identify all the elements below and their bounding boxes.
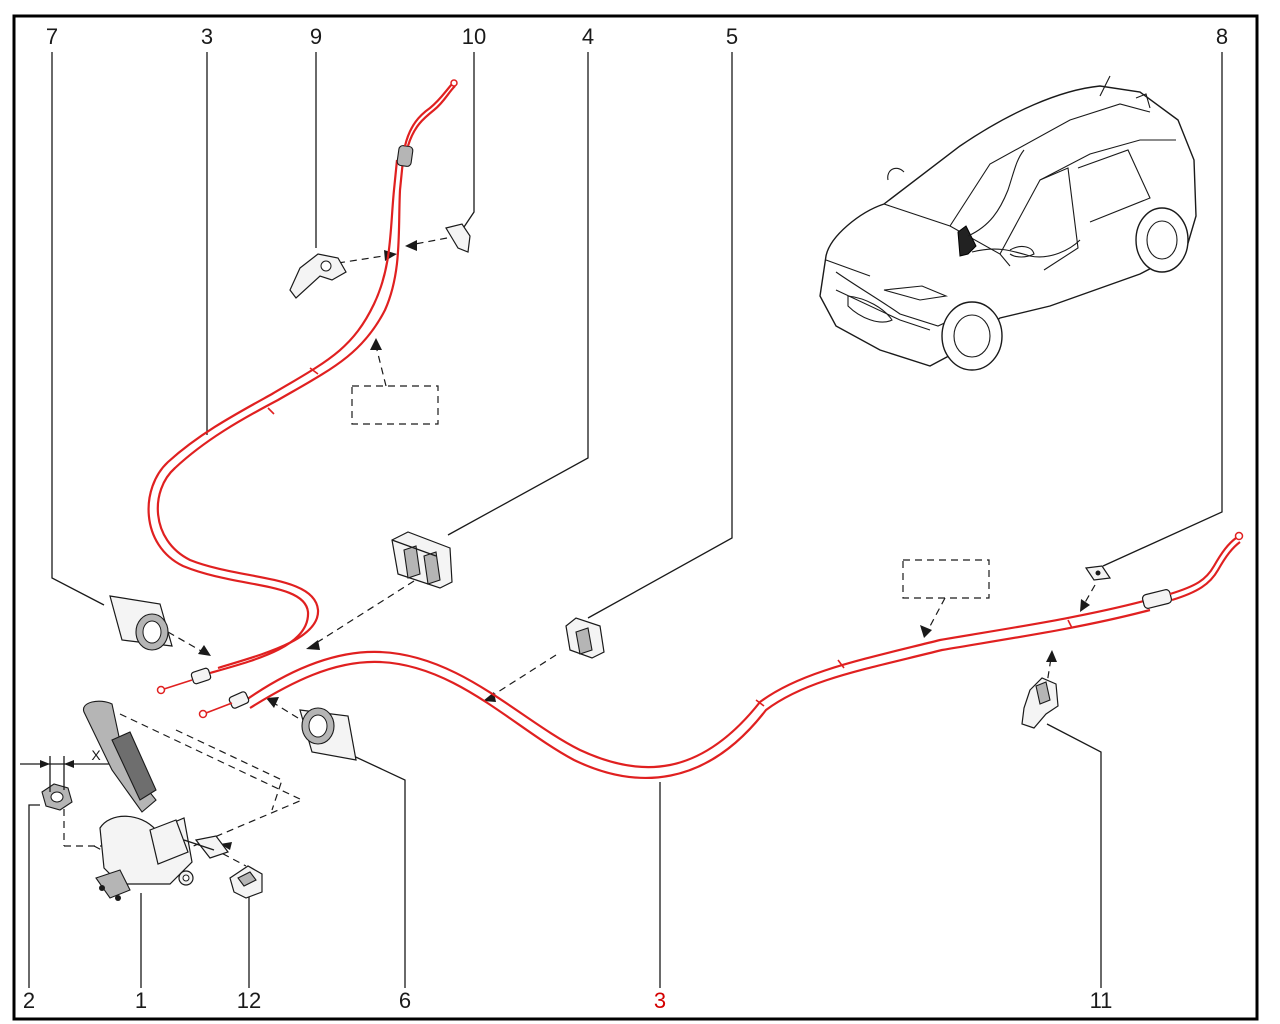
handbrake-lever-part-1 xyxy=(83,700,229,901)
nut-part-2 xyxy=(41,783,73,811)
callout-label-5: 5 xyxy=(726,24,738,49)
arrowheads xyxy=(198,240,1090,850)
clip-part-4 xyxy=(391,531,453,589)
clip-part-10 xyxy=(445,223,471,253)
grommet-part-7 xyxy=(109,595,173,651)
leader-lines xyxy=(28,52,1223,988)
callout-label-2: 2 xyxy=(23,988,35,1013)
callout-label-4: 4 xyxy=(582,24,594,49)
bracket-part-9 xyxy=(289,253,347,299)
diagram-frame xyxy=(12,14,1259,1021)
grommet-part-6 xyxy=(299,707,357,761)
dimension-x-label: X xyxy=(91,747,101,763)
clip-part-5 xyxy=(565,617,605,659)
plate-part-8 xyxy=(1084,565,1112,581)
callout-label-10: 10 xyxy=(462,24,486,49)
clip-part-12 xyxy=(229,865,263,899)
car-illustration xyxy=(819,75,1197,371)
dimension-x: X xyxy=(20,747,110,792)
callout-label-3-top: 3 xyxy=(201,24,213,49)
callout-label-3-bottom: 3 xyxy=(654,988,666,1013)
callout-label-9: 9 xyxy=(310,24,322,49)
callout-label-7: 7 xyxy=(46,24,58,49)
callout-label-6: 6 xyxy=(399,988,411,1013)
callout-label-11: 11 xyxy=(1090,988,1113,1013)
cable-right xyxy=(198,531,1244,780)
bracket-part-11 xyxy=(1021,677,1059,729)
callout-label-12: 12 xyxy=(237,988,261,1013)
callout-label-1: 1 xyxy=(135,988,147,1013)
cable-left xyxy=(147,79,458,695)
callout-label-8: 8 xyxy=(1216,24,1228,49)
